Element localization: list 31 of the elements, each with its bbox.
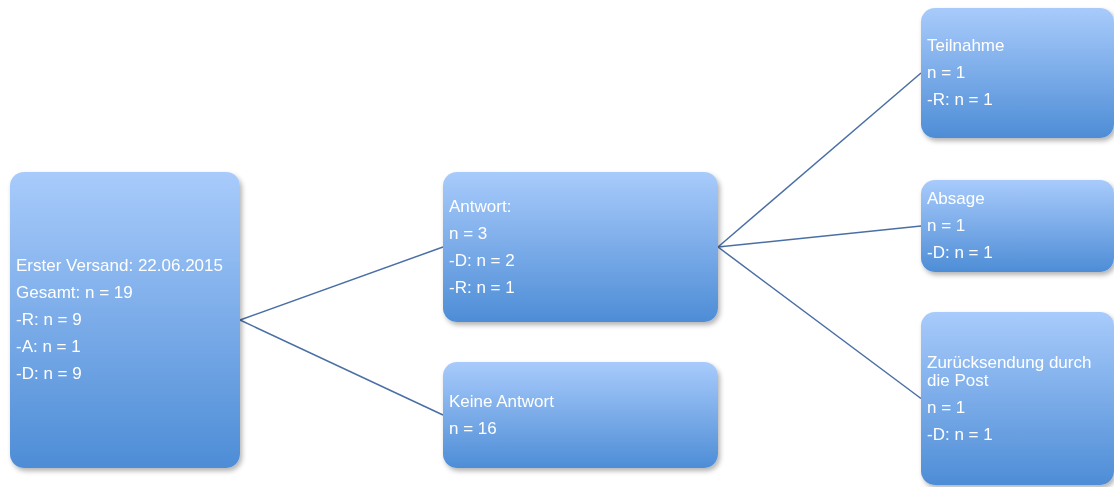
connector-line xyxy=(717,72,922,248)
box-text: -R: n = 9 xyxy=(16,311,83,329)
box-text: n = 1 xyxy=(927,217,967,235)
connector-line xyxy=(239,319,444,416)
box-text: Erster Versand: 22.06.2015 xyxy=(16,257,224,275)
box-text: Gesamt: n = 19 xyxy=(16,284,134,302)
rounded-box xyxy=(443,172,718,322)
box-text: -R: n = 1 xyxy=(449,278,516,297)
box-text: -D: n = 2 xyxy=(449,251,516,270)
rounded-box xyxy=(921,8,1114,138)
box-text: -D: n = 1 xyxy=(927,425,994,444)
box-text: -D: n = 9 xyxy=(16,365,83,383)
box-text: Zurücksendung durch die Post xyxy=(927,353,1093,390)
rounded-box xyxy=(921,312,1114,485)
box-text: n = 16 xyxy=(449,419,498,438)
rounded-box xyxy=(921,180,1114,272)
connector-line xyxy=(239,246,444,321)
box-text: -A: n = 1 xyxy=(16,338,82,356)
box-text: n = 1 xyxy=(927,64,967,82)
box-text: -D: n = 1 xyxy=(927,244,994,262)
connector-line xyxy=(717,225,922,248)
box-text: -R: n = 1 xyxy=(927,91,994,109)
box-text: Absage xyxy=(927,190,986,208)
connector-line xyxy=(717,246,922,400)
box-text: n = 1 xyxy=(927,398,967,417)
box-text: Keine Antwort xyxy=(449,392,555,411)
box-text: Teilnahme xyxy=(927,37,1006,55)
box-text: n = 3 xyxy=(449,224,489,243)
box-text: Antwort: xyxy=(449,197,513,216)
rounded-box xyxy=(10,172,240,468)
rounded-box xyxy=(443,362,718,468)
